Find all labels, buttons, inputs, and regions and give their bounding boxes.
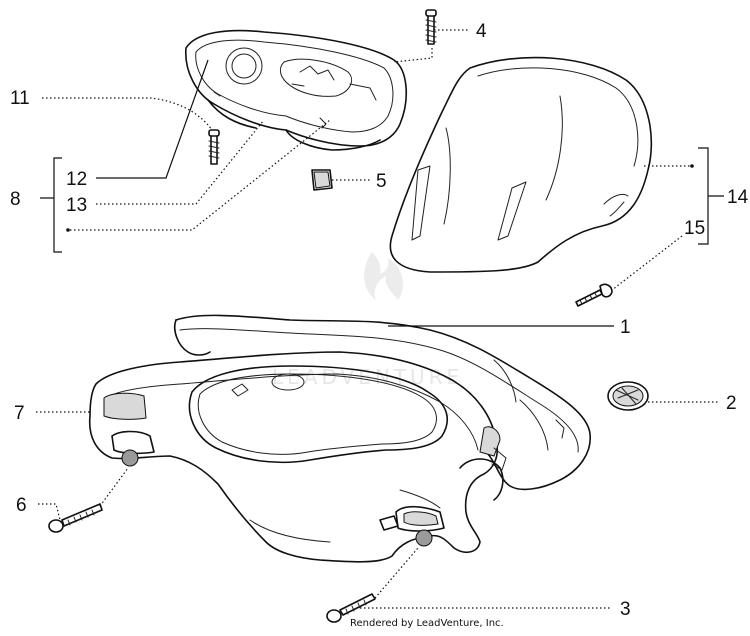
callout-5: 5 [376,171,387,192]
render-credit: Rendered by LeadVenture, Inc. [350,618,504,629]
screw-15 [575,283,613,307]
windscreen [389,56,653,273]
callout-6: 6 [16,495,27,516]
screw-11 [208,129,220,165]
screw-6 [48,503,103,533]
callout-7: 7 [14,403,25,424]
callouts: 4 11 12 8 13 5 14 15 1 2 7 6 3 [10,21,749,620]
callout-12: 12 [66,169,87,190]
screw-4 [425,9,437,45]
cap-2 [607,381,649,411]
nut-5 [311,169,333,191]
screw-3 [326,593,376,623]
callout-4: 4 [476,21,487,42]
callout-2: 2 [726,393,737,414]
callout-8: 8 [10,189,21,210]
callout-3: 3 [620,599,631,620]
callout-15: 15 [684,218,705,239]
leader-lines [36,29,724,609]
callout-11: 11 [10,88,30,109]
callout-14: 14 [727,187,749,208]
watermark-flame-icon [364,252,403,300]
callout-1: 1 [620,317,631,338]
instrument-cluster [185,29,408,151]
callout-13: 13 [66,195,87,216]
rear-cover [173,314,591,491]
front-cover [88,351,507,563]
